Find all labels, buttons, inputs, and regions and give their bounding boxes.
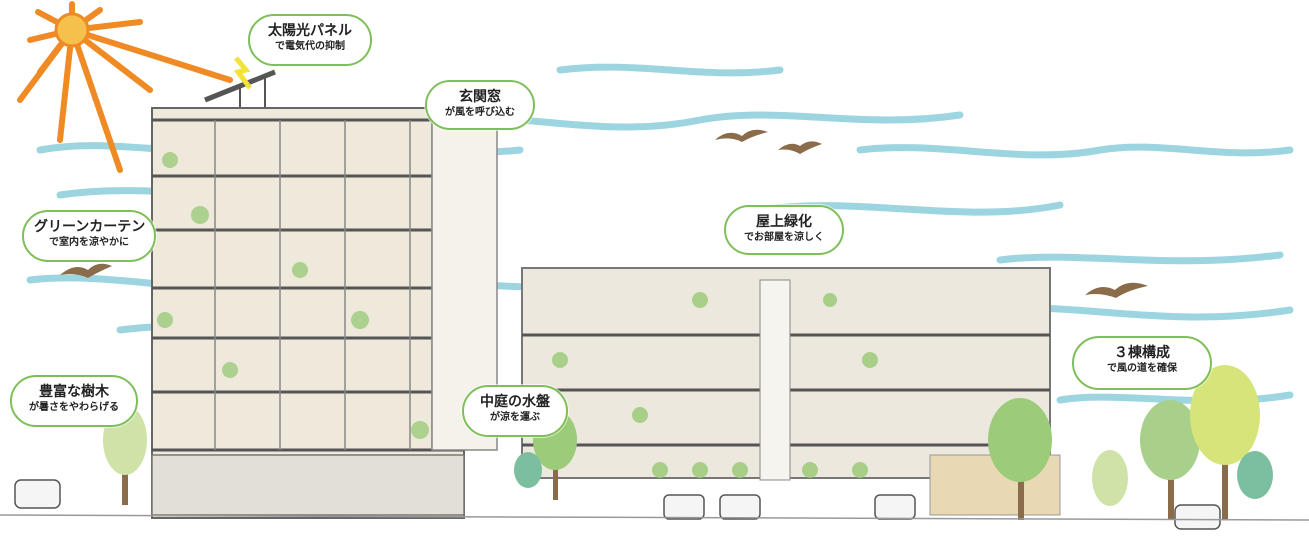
callout-title: 玄関窓 [459,89,501,105]
sun-icon [17,1,233,173]
car-icon [14,479,1221,530]
left-building [151,107,498,519]
solar-panel-icon [204,56,276,108]
callout-entrance-window: 玄関窓 が風を呼び込む [425,80,535,130]
callout-rooftop-greening: 屋上緑化 でお部屋を涼しく [724,205,844,255]
bird-icon [60,129,1148,298]
callout-title: ３棟構成 [1114,345,1170,361]
callout-subtitle: が暑さをやわらげる [29,402,119,413]
callout-subtitle: でお部屋を涼しく [744,232,824,243]
callout-title: 豊富な樹木 [39,384,109,400]
callout-subtitle: が涼を運ぶ [490,412,540,423]
callout-green-curtain: グリーンカーテン で室内を涼やかに [22,210,156,262]
callout-courtyard-pond: 中庭の水盤 が涼を運ぶ [462,385,568,437]
callout-three-buildings: ３棟構成 で風の道を確保 [1072,336,1212,390]
ground [0,514,1309,521]
callout-abundant-trees: 豊富な樹木 が暑さをやわらげる [10,375,138,427]
callout-subtitle: が風を呼び込む [445,107,515,118]
callout-title: 太陽光パネル [268,23,352,39]
right-building [521,267,1061,516]
callout-title: グリーンカーテン [34,219,146,235]
callout-subtitle: で室内を涼やかに [49,237,129,248]
callout-subtitle: で電気代の抑制 [275,41,345,52]
callout-subtitle: で風の道を確保 [1107,363,1177,374]
callout-solar-panel: 太陽光パネル で電気代の抑制 [248,14,372,66]
callout-title: 屋上緑化 [756,214,812,230]
callout-title: 中庭の水盤 [480,394,550,410]
